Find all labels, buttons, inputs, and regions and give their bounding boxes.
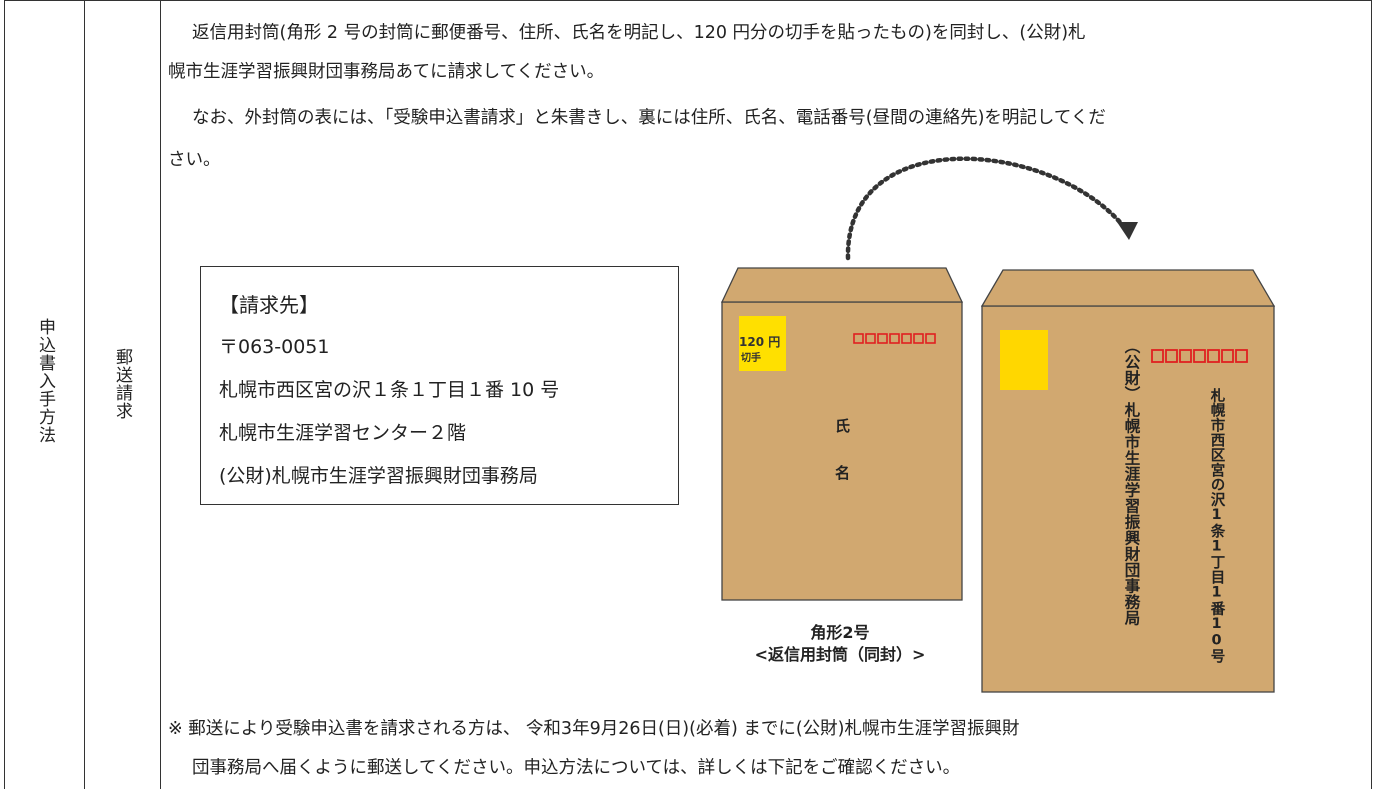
table-frame [4, 0, 1372, 789]
postal-code: 〒063-0051 [219, 336, 330, 358]
postal-code-boxes [853, 333, 936, 344]
dotted-arrow-path [845, 156, 1131, 261]
paragraph-1-line-1: 返信用封筒(角形 2 号の封筒に郵便番号、住所、氏名を明記し、120 円分の切手… [192, 23, 1086, 43]
outer-stamp [1000, 330, 1048, 390]
stamp-placeholder [739, 316, 786, 371]
outer-postal-code-boxes [1151, 349, 1248, 363]
street-address: 札幌市西区宮の沢１条１丁目１番 10 号 [219, 379, 560, 401]
stamp-label-kitte: 切手 [741, 353, 761, 364]
subcategory-label: 郵送請求 [112, 348, 132, 420]
arrow-head-icon [1117, 222, 1138, 240]
note-line-2: 団事務局へ届くように郵送してください。申込方法については、詳しくは下記をご確認く… [192, 758, 961, 778]
column-divider-2 [160, 0, 161, 789]
outer-organization-vertical: （公財）札幌市生涯学習振興財団事務局 [1122, 338, 1141, 626]
return-envelope [720, 267, 964, 601]
outer-address-vertical: 札幌市西区宮の沢1条1丁目1番10号 [1208, 388, 1225, 664]
paragraph-2-line-2: さい。 [168, 150, 221, 170]
return-name-char-2: 名 [835, 464, 851, 482]
return-name-char-1: 氏 [835, 417, 851, 435]
note-line-1: ※ 郵送により受験申込書を請求される方は、 令和3年9月26日(日)(必着) ま… [168, 719, 1020, 739]
outer-envelope [980, 269, 1276, 693]
category-label: 申込書入手方法 [35, 318, 55, 444]
request-address-box: 【請求先】 〒063-0051 札幌市西区宮の沢１条１丁目１番 10 号 札幌市… [200, 266, 679, 505]
envelope-caption-note: <返信用封筒（同封）> [754, 645, 926, 664]
paragraph-2-line-1: なお、外封筒の表には、「受験申込書請求」と朱書きし、裏には住所、氏名、電話番号(… [192, 108, 1106, 128]
address-heading: 【請求先】 [219, 293, 319, 317]
envelope-caption-size: 角形2号 [810, 623, 870, 642]
organization-name: (公財)札幌市生涯学習振興財団事務局 [219, 465, 538, 487]
building-name: 札幌市生涯学習センター２階 [219, 422, 467, 444]
paragraph-1-line-2: 幌市生涯学習振興財団事務局あてに請求してください。 [168, 62, 605, 82]
column-divider-1 [84, 0, 85, 789]
stamp-label-120: 120 円 [739, 335, 781, 349]
